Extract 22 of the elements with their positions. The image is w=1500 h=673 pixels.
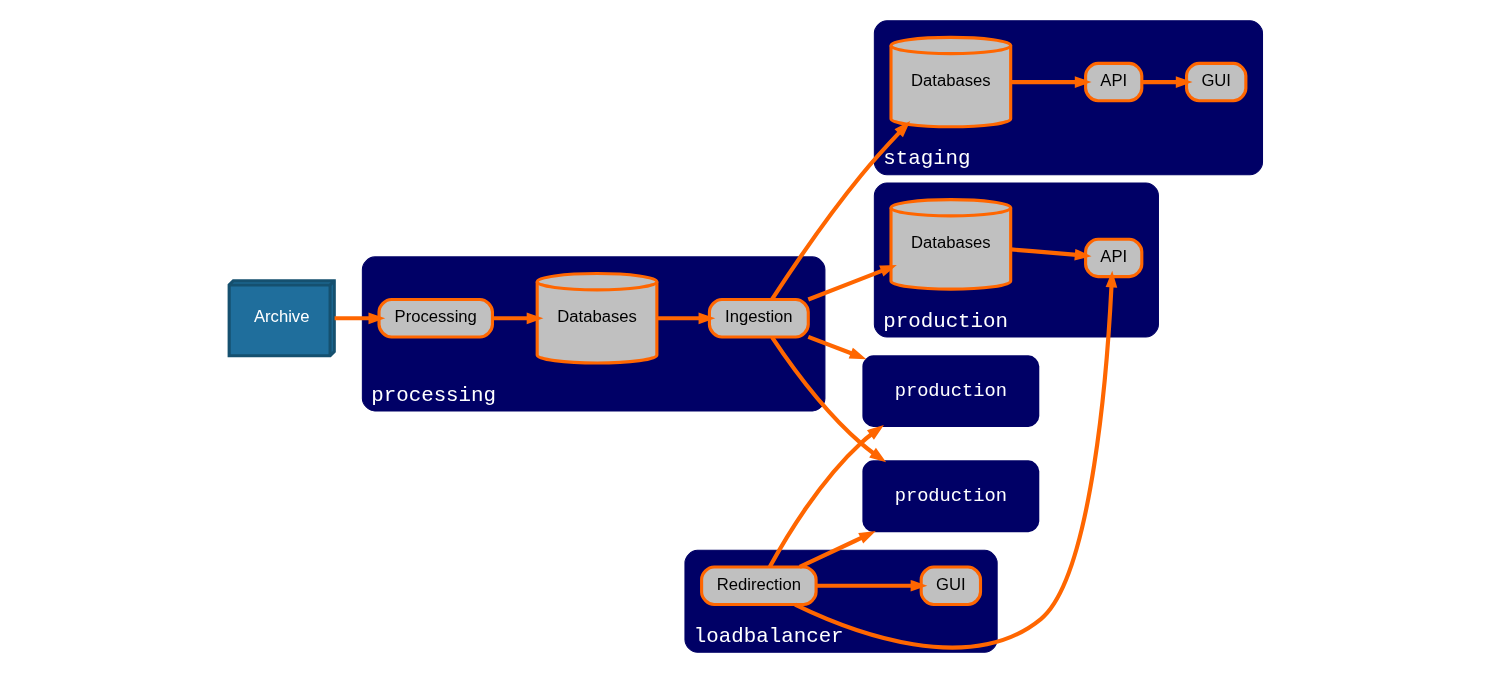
arrow: [770, 121, 911, 301]
arrow: [1010, 76, 1092, 88]
arrow: [657, 312, 716, 325]
arrow: [807, 265, 897, 302]
node-box: Redirection: [700, 565, 818, 606]
arrow: [794, 270, 1118, 650]
node-box: API: [1084, 61, 1144, 103]
arrow: [798, 531, 876, 569]
node-box: API: [1084, 237, 1144, 279]
arrow: [1141, 76, 1193, 88]
node-box: Processing: [377, 298, 494, 339]
arrow: [492, 312, 544, 325]
node-box: Ingestion: [707, 298, 810, 339]
arrow: [1010, 247, 1092, 261]
arrow: [816, 579, 928, 592]
arrow: [770, 336, 887, 463]
node-box: GUI: [919, 565, 983, 606]
node-box: production: [859, 457, 1043, 536]
arrow: [768, 425, 884, 568]
arrow: [807, 334, 867, 360]
arrow: [334, 312, 386, 325]
node-box: GUI: [1185, 61, 1248, 103]
